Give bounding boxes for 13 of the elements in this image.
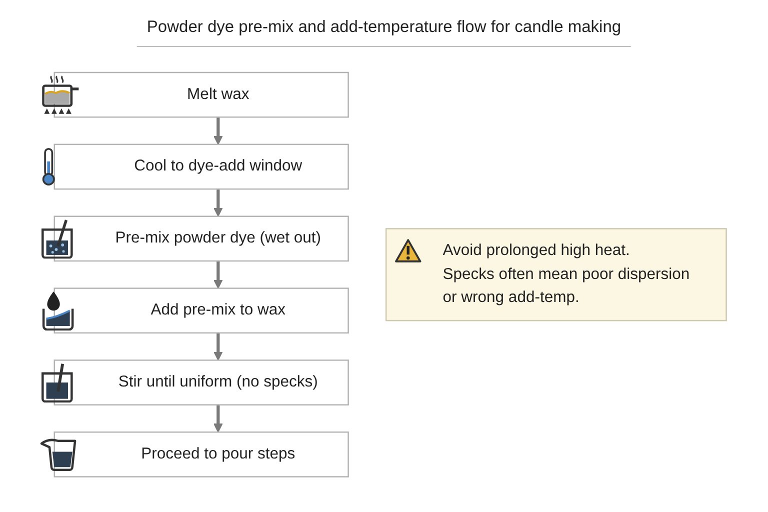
arrow (214, 260, 223, 289)
arrow (214, 404, 223, 433)
process-box: Melt wax (54, 72, 350, 118)
process-box: Pre-mix powder dye (wet out) (54, 216, 350, 262)
process-box: Stir until uniform (no specks) (54, 360, 350, 406)
note-box: Avoid prolonged high heat. Specks often mean poor dispersion or wrong add-temp. (386, 228, 728, 322)
process-box: Proceed to pour steps (54, 432, 350, 478)
process-box: Cool to dye-add window (54, 144, 350, 190)
diagram-title: Powder dye pre-mix and add-temperature flow for candle making (136, 14, 632, 47)
arrow (214, 332, 223, 361)
arrow (214, 189, 223, 217)
process-box: Add pre-mix to wax (54, 288, 350, 334)
arrow (214, 117, 223, 145)
